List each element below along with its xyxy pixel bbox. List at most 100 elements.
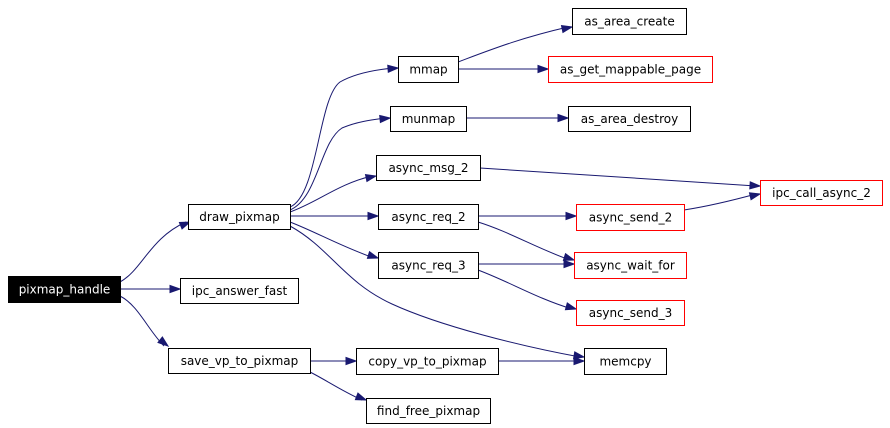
edge-async_req_3-to-async_send_3 <box>477 269 578 311</box>
edge-pixmap_handle-to-ipc_answer_fast <box>120 284 182 294</box>
edge-draw_pixmap-to-async_req_2 <box>290 211 380 221</box>
node-box <box>572 8 687 35</box>
node-label: save_vp_to_pixmap <box>181 354 299 368</box>
edge-copy_vp_to_pixmap-to-memcpy <box>498 356 586 366</box>
node-as-area-create[interactable]: as_area_create <box>572 8 687 35</box>
node-box <box>584 348 667 375</box>
arrowhead-icon <box>573 356 586 366</box>
node-label: pixmap_handle <box>19 283 111 297</box>
node-save-vp-to-pixmap[interactable]: save_vp_to_pixmap <box>168 348 311 374</box>
node-box <box>356 348 499 375</box>
node-box <box>568 106 691 132</box>
arrowhead-icon <box>345 356 358 366</box>
node-label: as_get_mappable_page <box>560 63 701 77</box>
node-ipc-answer-fast[interactable]: ipc_answer_fast <box>180 278 299 304</box>
edge-async_msg_2-to-ipc_call_async_2 <box>479 167 762 190</box>
node-as-area-destroy[interactable]: as_area_destroy <box>568 106 691 132</box>
node-memcpy[interactable]: memcpy <box>584 348 667 375</box>
node-label: find_free_pixmap <box>377 404 480 418</box>
arrowhead-icon <box>354 392 368 401</box>
node-mmap[interactable]: mmap <box>398 56 459 83</box>
node-async-msg-2[interactable]: async_msg_2 <box>376 155 481 181</box>
edge-draw_pixmap-to-memcpy <box>289 225 586 360</box>
node-box <box>398 56 459 83</box>
arrowhead-icon <box>364 174 378 183</box>
node-label: async_wait_for <box>586 259 675 273</box>
edge-draw_pixmap-to-munmap <box>289 114 392 211</box>
edge-munmap-to-as_area_destroy <box>466 113 570 123</box>
arrowhead-icon <box>749 181 762 190</box>
edge-draw_pixmap-to-async_req_3 <box>289 221 380 259</box>
node-pixmap-handle[interactable]: pixmap_handle <box>8 276 121 303</box>
node-label: as_area_destroy <box>581 112 678 126</box>
edge-mmap-to-as_area_create <box>457 25 574 63</box>
node-box <box>574 252 687 279</box>
node-copy-vp-to-pixmap[interactable]: copy_vp_to_pixmap <box>356 348 499 375</box>
node-label: ipc_call_async_2 <box>772 186 871 200</box>
node-ipc-call-async-2[interactable]: ipc_call_async_2 <box>760 180 883 206</box>
node-as-get-mappable-page[interactable]: as_get_mappable_page <box>548 56 713 83</box>
edge-pixmap_handle-to-save_vp_to_pixmap <box>119 295 170 347</box>
node-label: draw_pixmap <box>199 210 279 224</box>
node-label: async_req_3 <box>391 259 465 273</box>
node-async-req-2[interactable]: async_req_2 <box>378 204 479 230</box>
node-munmap[interactable]: munmap <box>390 106 467 132</box>
node-label: memcpy <box>599 355 651 369</box>
node-label: munmap <box>402 112 456 126</box>
node-box <box>180 278 299 304</box>
edge-mmap-to-as_get_mappable_page <box>458 64 550 74</box>
arrowhead-icon <box>367 211 380 221</box>
arrowhead-icon <box>572 351 586 360</box>
node-box <box>8 276 121 303</box>
node-box <box>548 56 713 83</box>
arrowhead-icon <box>560 25 574 34</box>
edge-pixmap_handle-to-draw_pixmap <box>119 221 192 283</box>
node-box <box>576 300 685 326</box>
node-box <box>168 348 311 374</box>
node-label: async_req_2 <box>391 210 465 224</box>
node-layer: pixmap_handle draw_pixmap ipc_answer_fasts… <box>8 8 883 424</box>
node-find-free-pixmap[interactable]: find_free_pixmap <box>366 398 491 424</box>
arrowhead-icon <box>178 221 192 230</box>
node-box <box>378 204 479 230</box>
node-box <box>366 398 491 424</box>
node-label: copy_vp_to_pixmap <box>368 355 486 369</box>
node-box <box>576 204 685 231</box>
node-async-send-2[interactable]: async_send_2 <box>576 204 685 231</box>
node-label: as_area_create <box>584 15 674 29</box>
edge-async_send_2-to-ipc_call_async_2 <box>683 192 762 211</box>
arrowhead-icon <box>169 284 182 294</box>
node-box <box>188 204 291 230</box>
arrowhead-icon <box>387 64 400 73</box>
arrowhead-icon <box>748 192 762 201</box>
edge-async_req_3-to-async_wait_for <box>478 259 576 269</box>
edge-draw_pixmap-to-async_msg_2 <box>289 174 378 213</box>
node-label: async_send_3 <box>589 306 672 320</box>
arrowhead-icon <box>557 113 570 123</box>
node-box <box>760 180 883 206</box>
edge-save_vp_to_pixmap-to-copy_vp_to_pixmap <box>310 356 358 366</box>
node-async-wait-for[interactable]: async_wait_for <box>574 252 687 279</box>
node-label: ipc_answer_fast <box>192 284 288 298</box>
node-async-send-3[interactable]: async_send_3 <box>576 300 685 326</box>
node-label: async_msg_2 <box>388 161 468 175</box>
arrowhead-icon <box>565 211 578 221</box>
node-draw-pixmap[interactable]: draw_pixmap <box>188 204 291 230</box>
edge-async_req_2-to-async_wait_for <box>477 221 576 261</box>
arrowhead-icon <box>366 250 380 259</box>
node-box <box>390 106 467 132</box>
edge-async_req_2-to-async_send_2 <box>478 211 578 221</box>
edge-draw_pixmap-to-mmap <box>289 64 400 208</box>
node-label: async_send_2 <box>589 211 672 225</box>
node-label: mmap <box>409 63 447 77</box>
edge-save_vp_to_pixmap-to-find_free_pixmap <box>309 371 368 401</box>
arrowhead-icon <box>157 336 170 347</box>
arrowhead-icon <box>562 252 576 261</box>
node-box <box>378 252 479 279</box>
arrowhead-icon <box>379 114 392 124</box>
arrowhead-icon <box>564 302 578 311</box>
node-box <box>376 155 481 181</box>
arrowhead-icon <box>563 259 576 269</box>
node-async-req-3[interactable]: async_req_3 <box>378 252 479 279</box>
